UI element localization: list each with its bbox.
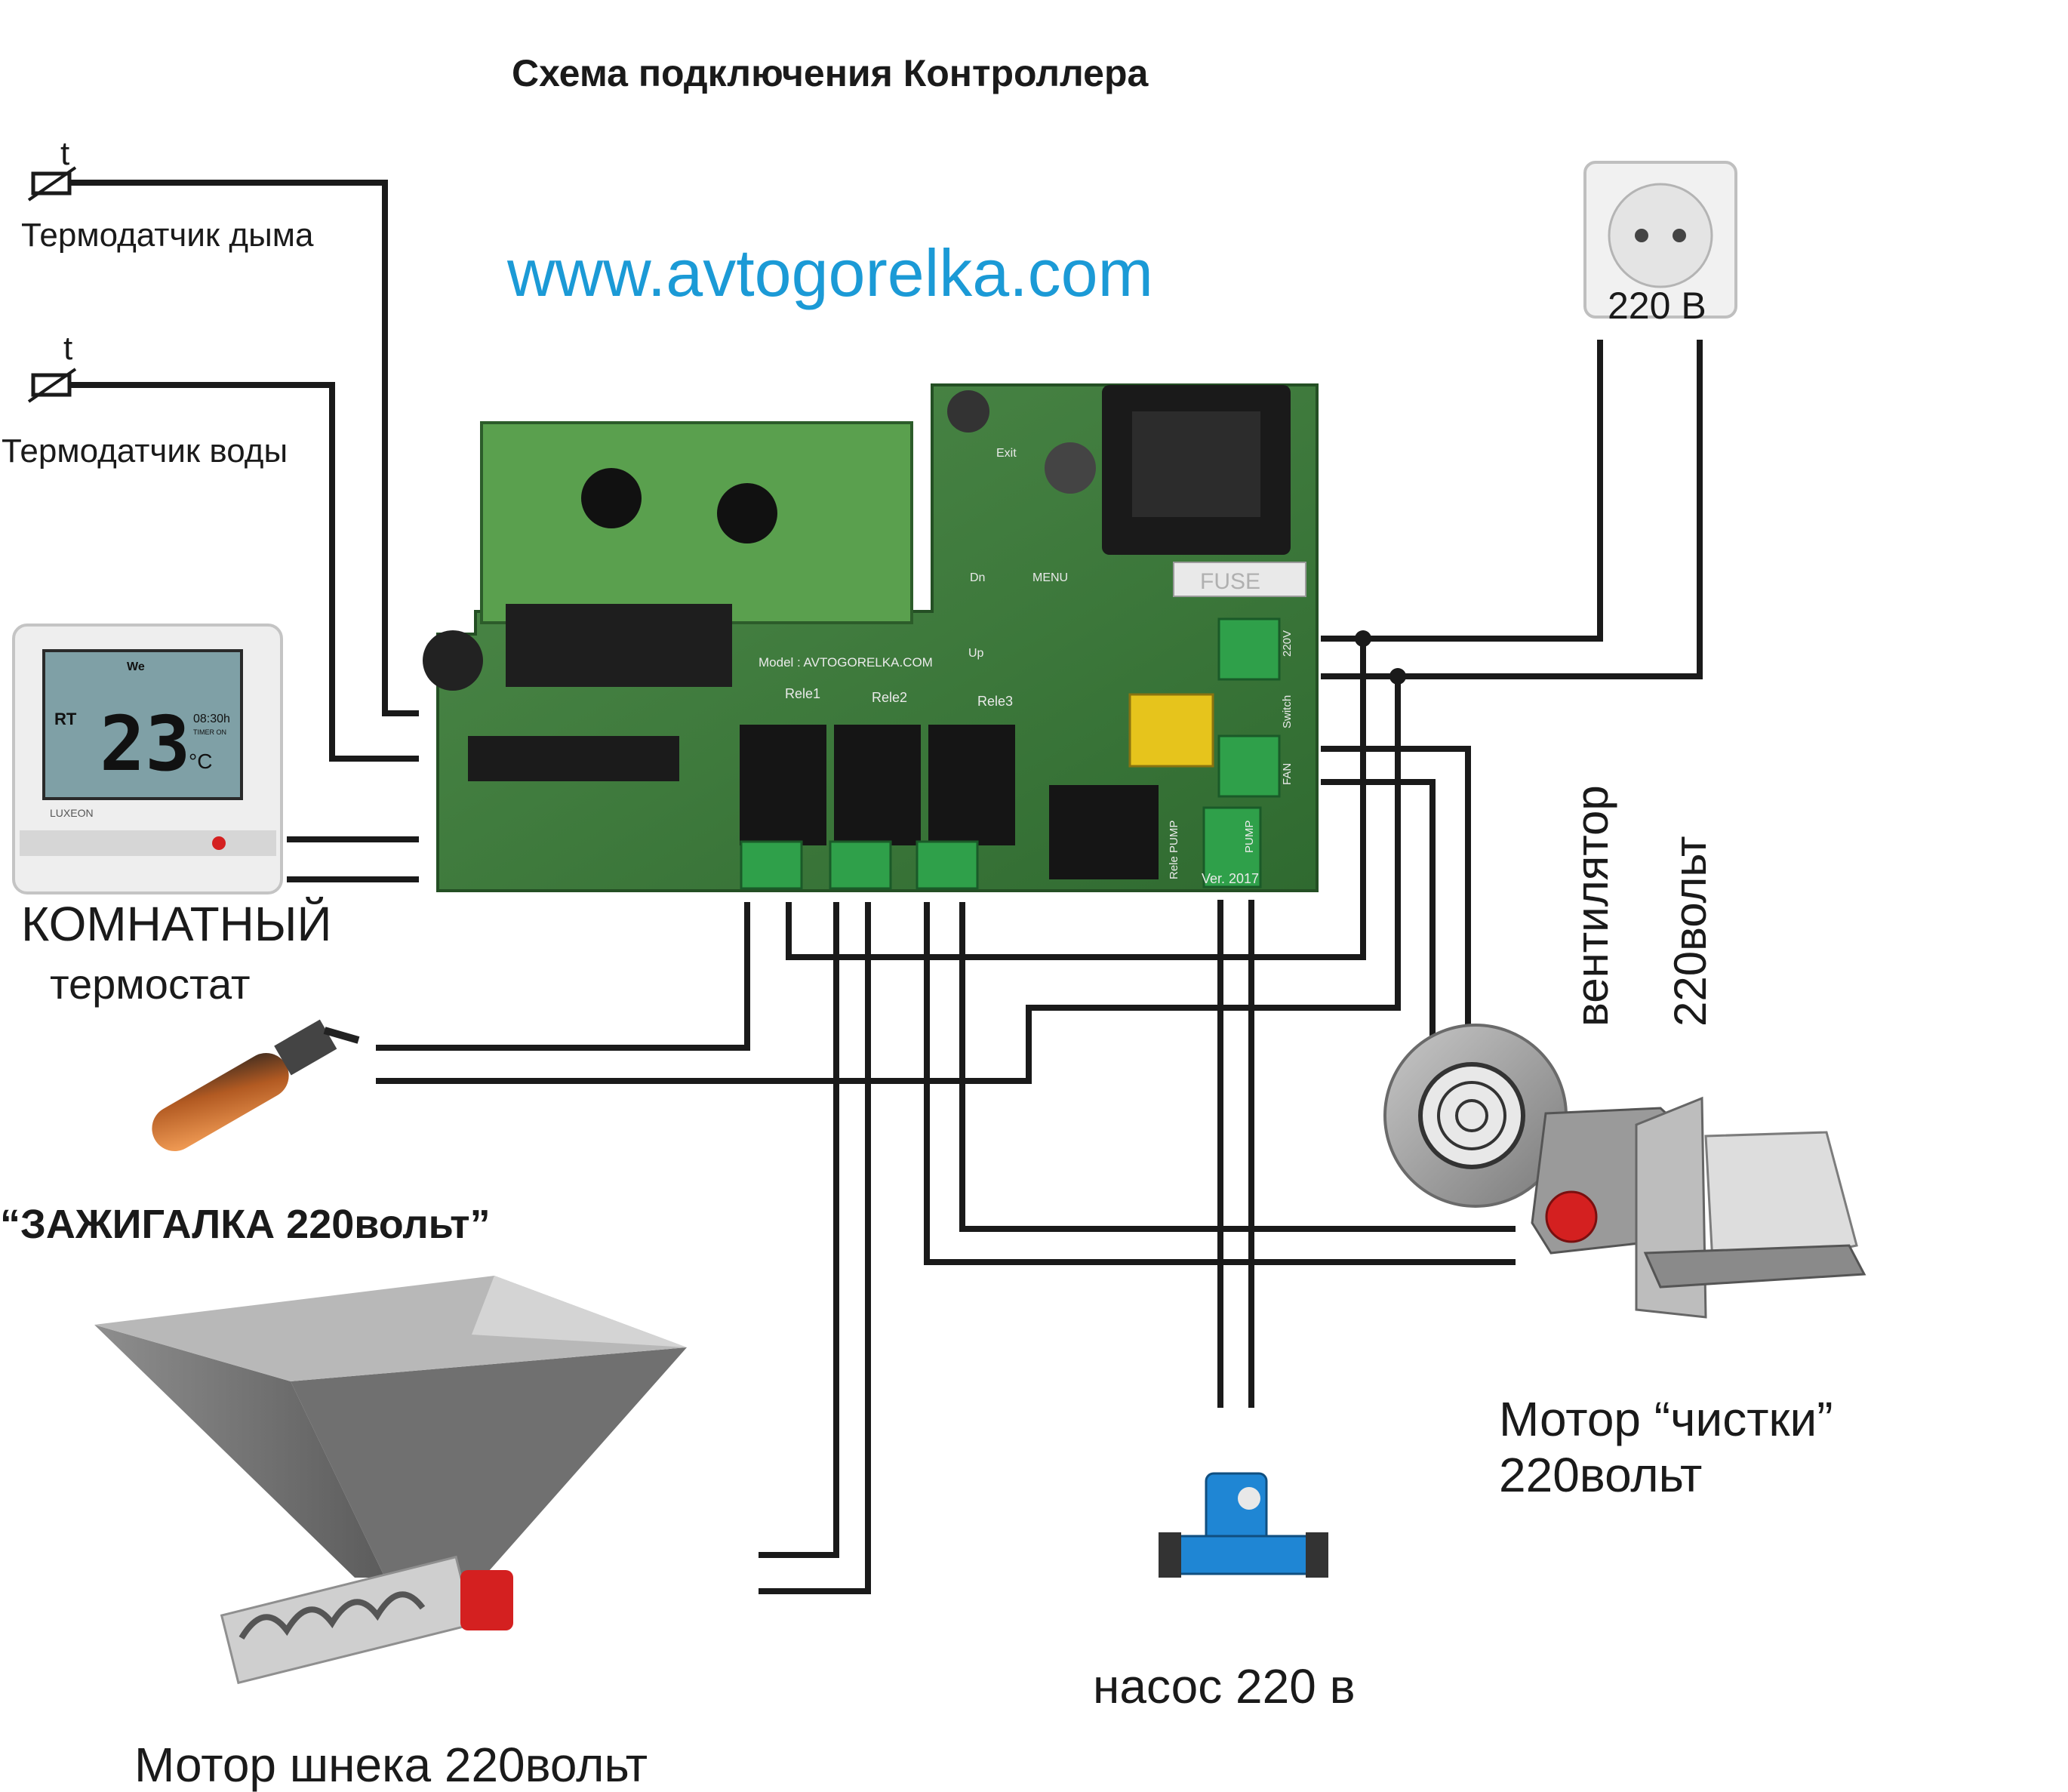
igniter-connector: [274, 1019, 337, 1076]
smoke-sensor-symbol: [27, 166, 77, 202]
diagram-title: Схема подключения Контроллера: [512, 52, 1149, 94]
connector-relepump-label: Rele PUMP: [1168, 821, 1180, 879]
thermostat-label-2: термостат: [50, 960, 251, 1008]
wire-cleaning-a: [924, 902, 1516, 1265]
button-exit-label: Exit: [996, 447, 1017, 460]
board-model-text: Model : AVTOGORELKA.COM: [759, 655, 933, 670]
room-thermostat: We RT 23 °C 08:30h TIMER ON LUXEON: [12, 624, 283, 894]
wire-auger-a: [759, 902, 839, 1558]
lcd-module: [480, 421, 913, 624]
circulation-pump: [1159, 1472, 1328, 1578]
wire-auger-b: [759, 902, 871, 1594]
igniter-label: “ЗАЖИГАЛКА 220вольт”: [0, 1202, 491, 1247]
wire-cleaning-b: [959, 902, 1516, 1232]
button-menu-label: MENU: [1032, 571, 1068, 584]
connector-switch-label: Switch: [1281, 695, 1294, 728]
thermostat-power-button: [212, 836, 226, 850]
controller-board: Model : AVTOGORELKA.COM Ver. 2017 Rele1 …: [423, 383, 1319, 892]
pump-dial: [1238, 1487, 1260, 1510]
thermostat-mode: RT: [54, 710, 77, 728]
fuse-holder: [1173, 562, 1306, 597]
connector-220v-label: 220V: [1281, 630, 1294, 657]
pump-flange: [1306, 1532, 1328, 1578]
wire-mains-n: [1321, 340, 1703, 679]
thermostat-brand: LUXEON: [50, 807, 94, 819]
pin-header: [506, 604, 732, 687]
fan-label-1: вентилятор: [1567, 785, 1617, 1027]
wire-fan-a: [1321, 746, 1471, 1038]
cleaning-motor-label-2: 220вольт: [1499, 1448, 1703, 1502]
cleaning-motor-label-1: Мотор “чистки”: [1499, 1392, 1833, 1446]
hopper-front: [291, 1347, 687, 1578]
relay: [928, 725, 1015, 845]
auger-screw: [238, 1591, 426, 1640]
hopper-auger: [94, 1276, 687, 1685]
thermostat-timer: TIMER ON: [193, 728, 226, 736]
auger-motor: [460, 1570, 513, 1630]
wire-fan-b: [1321, 779, 1436, 1038]
socket-label: 220 В: [1608, 285, 1706, 327]
website-link[interactable]: www.avtogorelka.com: [507, 236, 1153, 310]
igniter-rod: [152, 1053, 289, 1151]
capacitor: [1045, 442, 1096, 494]
wires: [68, 180, 1703, 1594]
hopper-inner: [472, 1276, 687, 1347]
fan-burner: [1383, 1024, 1866, 1319]
relay3-label: Rele3: [977, 694, 1013, 709]
connector-pump-label: PUMP: [1243, 821, 1256, 853]
connector-fan-label: FAN: [1281, 763, 1294, 785]
burner-tube: [1704, 1131, 1858, 1277]
thermostat-screen: [42, 649, 243, 800]
power-socket: 220 В: [1583, 161, 1737, 327]
lcd-hole: [581, 468, 642, 528]
thermostat-buttons: [20, 830, 276, 856]
relay-pump: [1049, 785, 1159, 879]
burner-tray: [1643, 1244, 1866, 1289]
water-sensor-label: Термодатчик воды: [2, 433, 288, 470]
water-sensor-t: t: [63, 330, 73, 367]
wire-smoke-sensor: [68, 180, 419, 716]
fan-grille: [1418, 1062, 1525, 1169]
thermostat-temp: 23: [100, 700, 190, 788]
microcontroller: [468, 736, 679, 781]
igniter-cable: [323, 1027, 360, 1044]
thermostat-day: We: [127, 660, 145, 673]
button-dn-label: Dn: [970, 571, 985, 584]
pump-flange: [1159, 1532, 1181, 1578]
auger-motor-label: Мотор шнека 220вольт: [134, 1738, 648, 1792]
thermostat-time: 08:30h: [193, 713, 230, 725]
socket-hole: [1673, 229, 1686, 242]
wire-bus-igniter: [376, 676, 1401, 1084]
pump-body: [1165, 1535, 1322, 1575]
hopper-left: [94, 1325, 385, 1578]
smoke-sensor-t: t: [60, 135, 70, 172]
relay: [740, 725, 826, 845]
board-version-text: Ver. 2017: [1202, 871, 1259, 886]
cleaning-motor-cap: [1545, 1190, 1598, 1243]
wire-mains-l: [1321, 340, 1603, 642]
relay2-label: Rele2: [872, 690, 907, 705]
thermostat-label-1: КОМНАТНЫЙ: [21, 897, 332, 951]
fuse-text: FUSE: [1200, 569, 1260, 594]
igniter: [152, 1019, 360, 1151]
pump-label: насос 220 в: [1093, 1659, 1356, 1713]
socket-face: [1608, 183, 1713, 288]
relay1-label: Rele1: [785, 686, 820, 701]
wire-bus-relay1: [786, 639, 1366, 960]
smoke-sensor-label: Термодатчик дыма: [21, 217, 314, 254]
buzzer: [423, 630, 483, 691]
capacitor: [947, 390, 989, 433]
lcd-hole: [717, 483, 777, 543]
terminal-blocks: [740, 617, 1281, 890]
film-capacitor: [1128, 693, 1214, 768]
relay: [834, 725, 921, 845]
water-sensor-symbol: [27, 368, 77, 403]
thermostat-unit: °C: [189, 750, 212, 773]
socket-hole: [1635, 229, 1648, 242]
wire-igniter: [376, 902, 750, 1051]
button-up-label: Up: [968, 647, 984, 660]
fan-label-2: 220вольт: [1665, 836, 1716, 1027]
wire-water-sensor: [68, 382, 419, 762]
